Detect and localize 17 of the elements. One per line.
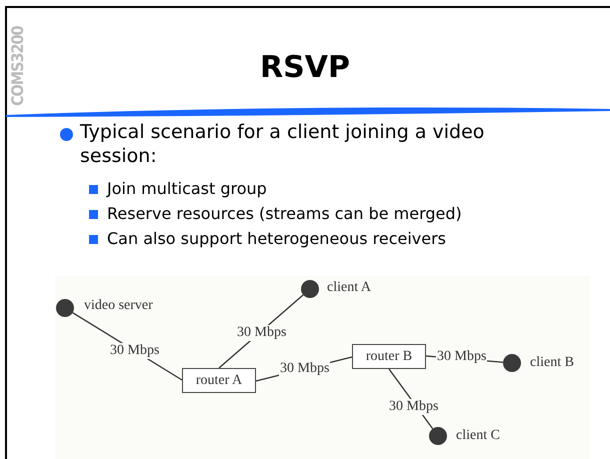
- router-label: router B: [366, 348, 412, 364]
- node-label: video server: [84, 298, 153, 314]
- edge-label: 30 Mbps: [388, 399, 440, 415]
- bullet-text: Typical scenario for a client joining a video session:: [80, 120, 486, 168]
- router-box: [182, 368, 256, 393]
- bullet-text: Can also support heterogeneous receivers: [107, 228, 448, 250]
- node-label: client B: [530, 355, 574, 371]
- node-label: client A: [327, 280, 371, 296]
- edge-label: 30 Mbps: [236, 325, 288, 341]
- node-label: client C: [456, 428, 500, 444]
- course-code: COMS3200: [8, 26, 27, 106]
- router-label: router A: [196, 372, 242, 388]
- bullet-text: Reserve resources (streams can be merged): [107, 203, 463, 225]
- edge-label: 30 Mbps: [109, 343, 160, 359]
- edge-label: 30 Mbps: [436, 349, 488, 365]
- router-box: [352, 344, 426, 369]
- bullet-text: Join multicast group: [107, 178, 268, 200]
